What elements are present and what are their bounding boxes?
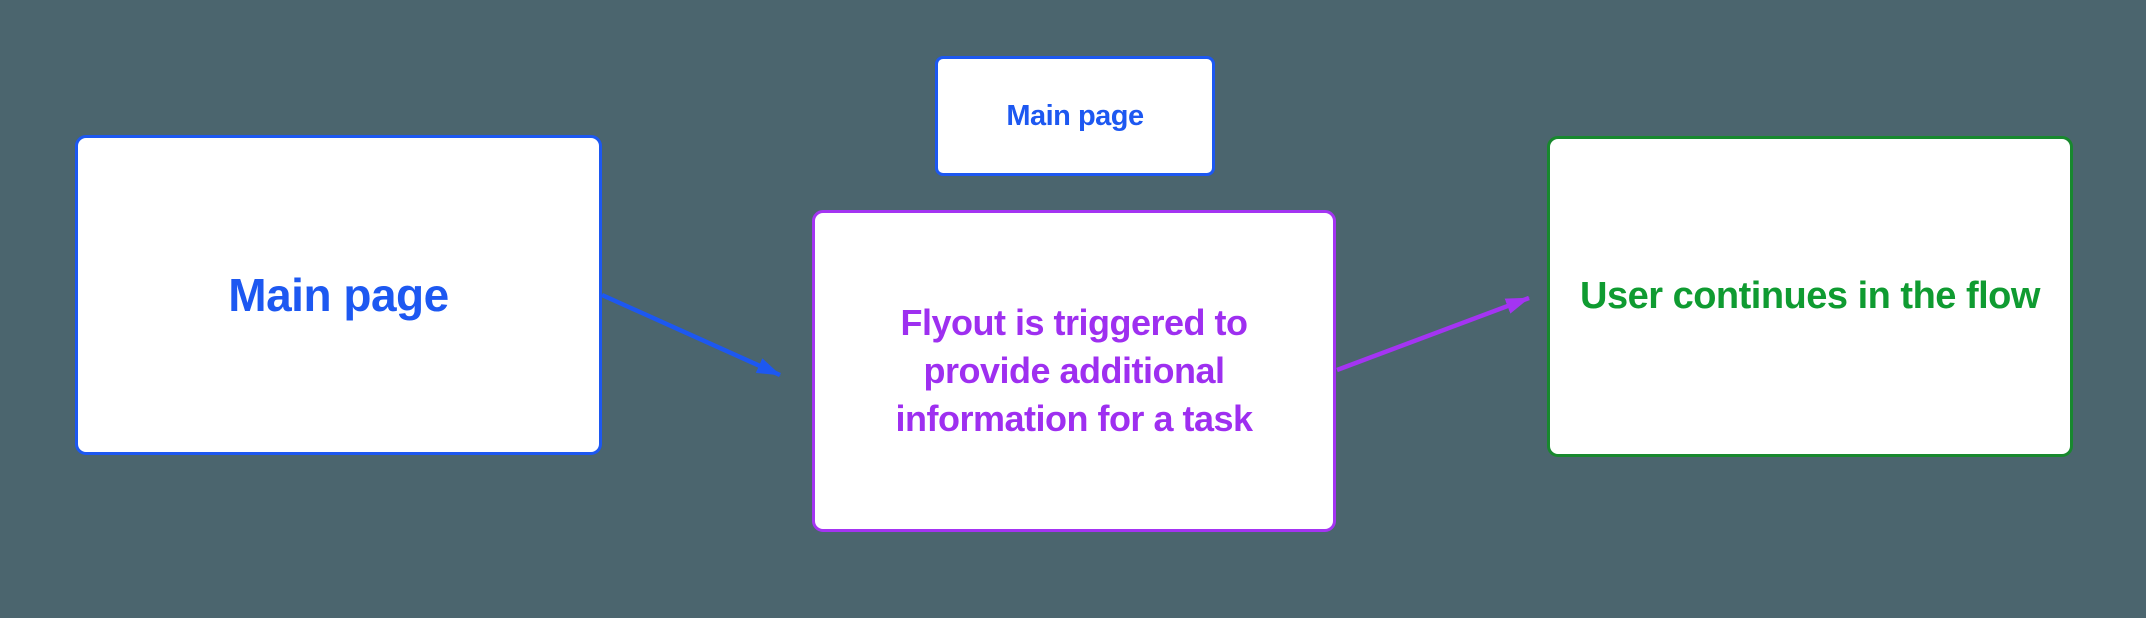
connector-flyout-to-user-continues[interactable] [1336,295,1530,373]
node-flyout-label: Flyout is triggered to provide additiona… [895,302,1253,439]
node-main-page[interactable]: Main page [75,135,602,455]
connector-main-page-to-flyout[interactable] [601,292,781,378]
node-user-continues[interactable]: User continues in the flow [1547,136,2073,457]
node-main-page-small-label: Main page [1006,99,1144,132]
node-flyout[interactable]: Flyout is triggered to provide additiona… [812,210,1336,532]
node-main-page-label: Main page [228,269,449,321]
node-main-page-small[interactable]: Main page [935,56,1215,176]
node-user-continues-label: User continues in the flow [1580,275,2040,317]
